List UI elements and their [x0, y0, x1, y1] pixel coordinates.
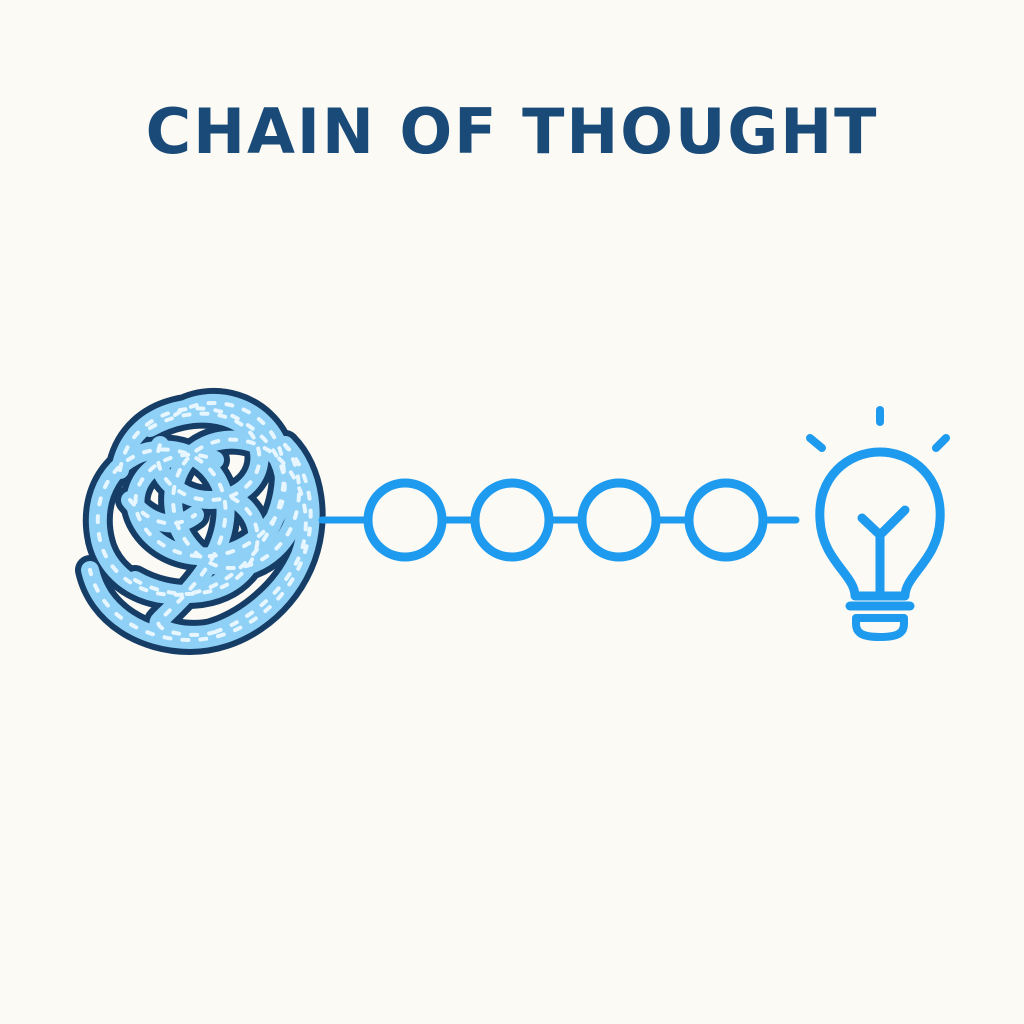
- knot-strand-highlight: [118, 406, 287, 559]
- tangled-knot-icon: [75, 388, 326, 655]
- knot-strand-highlight: [133, 493, 260, 596]
- bulb-glass: [815, 447, 945, 601]
- chain-step-2: [470, 478, 554, 562]
- lightbulb-icon: [806, 406, 950, 641]
- knot-strand-highlight: [148, 411, 262, 502]
- bulb-ray: [932, 434, 950, 452]
- knot-strand-highlight: [88, 443, 313, 642]
- chain-step-3: [577, 478, 661, 562]
- page-title: CHAIN OF THOUGHT: [145, 95, 879, 168]
- bulb-base-cap: [852, 614, 908, 641]
- knot-strand-highlight: [98, 400, 286, 597]
- chain-step-1: [363, 478, 447, 562]
- knot-strand-highlight: [178, 437, 308, 634]
- bulb-ray: [806, 434, 826, 452]
- chain-steps: [363, 478, 768, 562]
- chain-step-4: [684, 478, 768, 562]
- knot-strand-highlight: [128, 498, 197, 526]
- knot-strand-highlight: [95, 447, 228, 637]
- bulb-filament: [857, 505, 910, 601]
